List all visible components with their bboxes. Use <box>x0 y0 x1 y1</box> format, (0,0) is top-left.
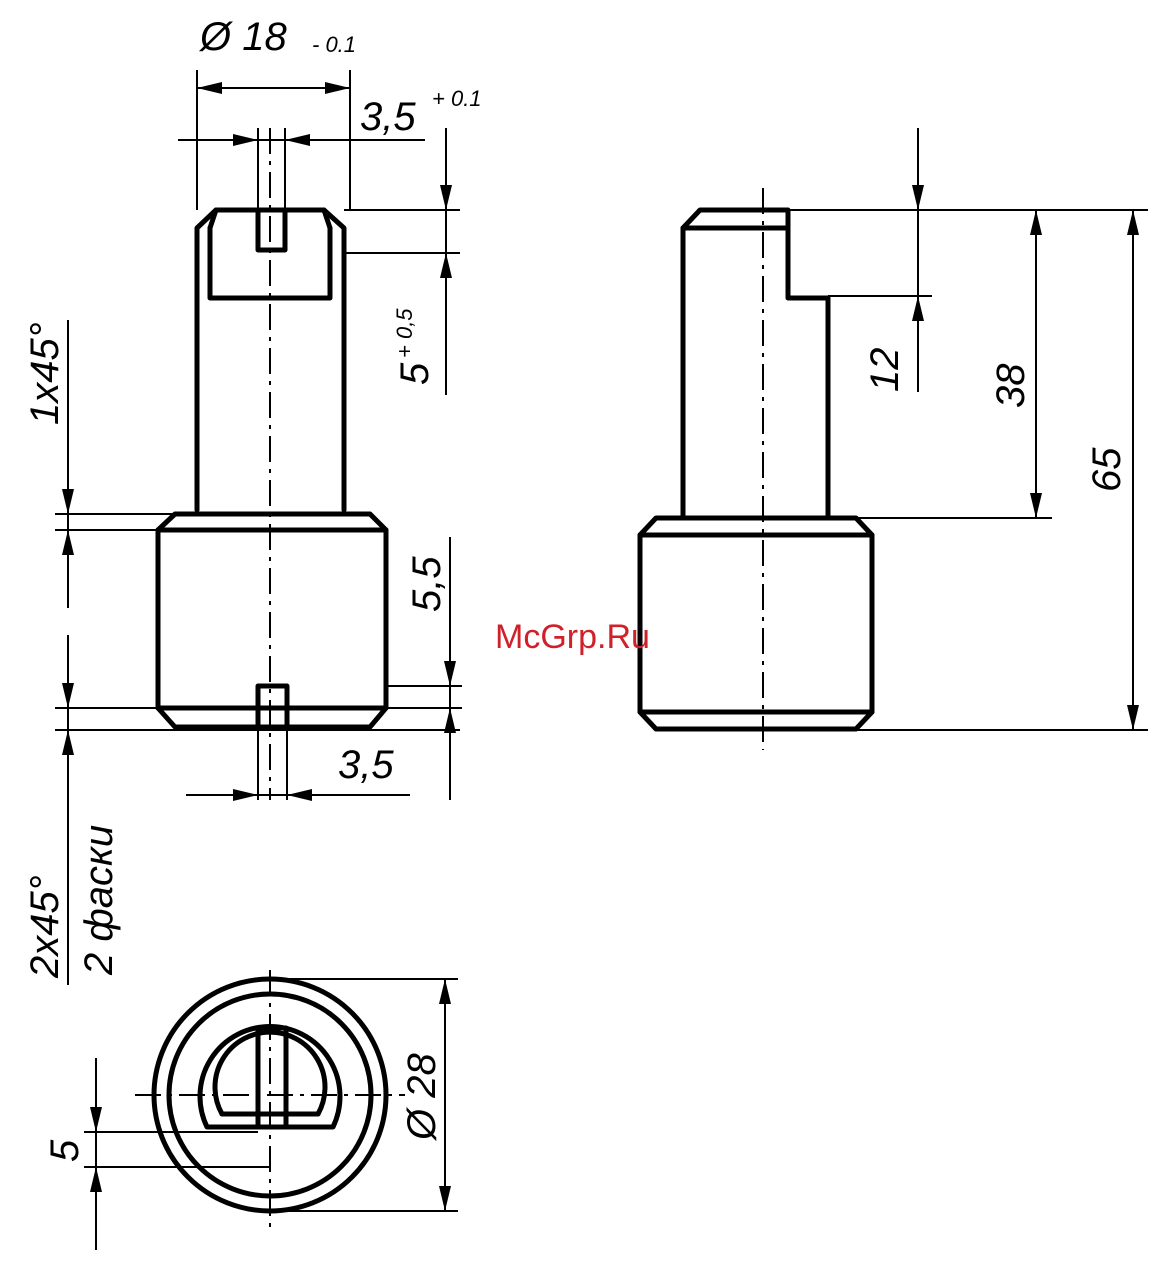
end-view <box>135 970 405 1232</box>
chamfer-bottom-note: 2 фаски <box>77 825 121 976</box>
dim-head-chamfer-bottom: 5,5 <box>386 537 462 800</box>
diameter-18-tolerance: - 0.1 <box>312 32 356 57</box>
front-view <box>158 128 386 800</box>
dim-step-height: 12 <box>788 128 1148 392</box>
slot-depth-tolerance: + 0,5 <box>392 308 417 358</box>
shank-length-label: 38 <box>989 363 1033 408</box>
dim-diameter-18: Ø 18 - 0.1 <box>197 15 356 210</box>
total-length-label: 65 <box>1085 447 1129 492</box>
flat-offset-label: 5 <box>43 1139 87 1162</box>
side-head-outline <box>640 518 872 729</box>
dim-slot-depth: 5 + 0,5 <box>344 128 460 395</box>
watermark: McGrp.Ru <box>495 618 650 656</box>
head-chamfer-label: 5,5 <box>405 556 449 612</box>
top-slot-width-tolerance: + 0.1 <box>432 86 482 111</box>
slot-depth-label: 5 <box>393 362 437 385</box>
side-view <box>640 188 872 750</box>
front-head-outline <box>158 514 386 727</box>
diameter-28-label: Ø 28 <box>400 1053 444 1142</box>
dim-chamfer-top: 1x45° <box>23 320 197 608</box>
front-top-slot <box>258 210 285 250</box>
dim-total-length: 65 <box>856 210 1148 730</box>
bottom-slot-width-label: 3,5 <box>338 743 394 787</box>
dim-bottom-slot-width: 3,5 <box>186 743 410 801</box>
dim-chamfer-bottom: 2x45° 2 фаски <box>23 635 460 985</box>
chamfer-top-label: 1x45° <box>23 322 67 425</box>
step-height-label: 12 <box>863 348 907 393</box>
top-slot-width-label: 3,5 <box>360 95 416 139</box>
dim-top-slot-width: 3,5 + 0.1 <box>178 86 482 146</box>
side-shank-outline <box>683 210 828 518</box>
diameter-18-label: Ø 18 <box>198 15 287 59</box>
chamfer-bottom-label: 2x45° <box>23 875 67 979</box>
